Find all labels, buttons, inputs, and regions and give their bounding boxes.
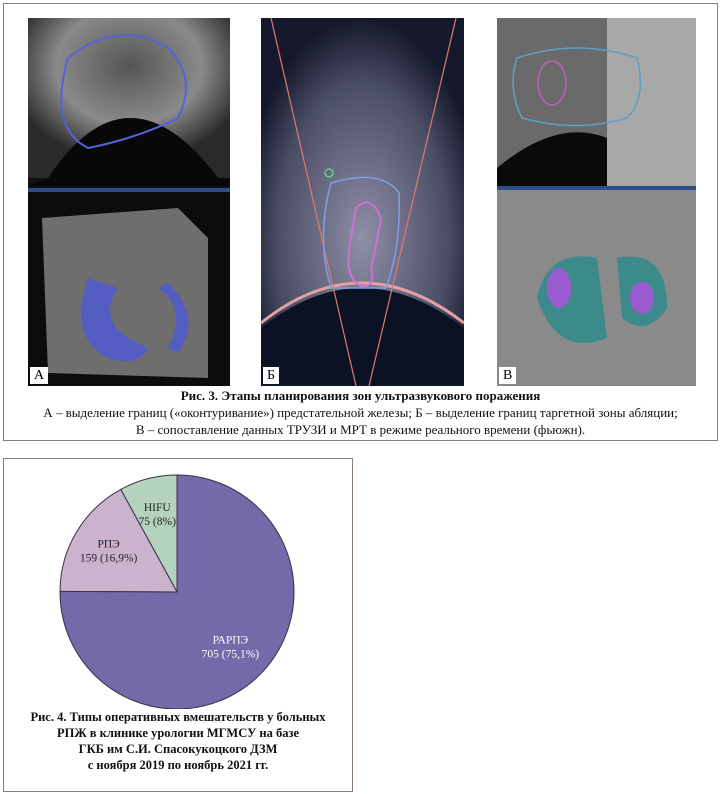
pie-chart: HIFU 75 (8%) РПЭ 159 (16,9%) РАРПЭ 705 (75,1%… bbox=[59, 474, 295, 709]
panel-label-c: В bbox=[499, 367, 517, 384]
ultrasound-panel-b: Б bbox=[261, 18, 464, 386]
pie-slice-2 bbox=[59, 474, 295, 709]
figure-4-caption: Рис. 4. Типы оперативных вмешательств у … bbox=[4, 709, 352, 773]
pie-value-label: 705 (75,1%) bbox=[202, 649, 260, 661]
pie-name-label: РПЭ bbox=[97, 538, 120, 550]
panel-label-b: Б bbox=[263, 367, 280, 384]
panel-label-a: А bbox=[30, 367, 49, 384]
figure-3-caption-line-1: А – выделение границ («оконтуривание») п… bbox=[43, 405, 678, 420]
figure-4-caption-line: ГКБ им С.И. Спасокукоцкого ДЗМ bbox=[78, 742, 278, 756]
fusion-image-c bbox=[497, 18, 696, 386]
figure-4-caption-line: Рис. 4. Типы оперативных вмешательств у … bbox=[30, 710, 326, 724]
pie-value-label: 159 (16,9%) bbox=[80, 552, 138, 564]
figure-4: HIFU 75 (8%) РПЭ 159 (16,9%) РАРПЭ 705 (75,1%… bbox=[3, 458, 353, 792]
pie-name-label: РАРПЭ bbox=[213, 635, 249, 647]
ultrasound-image-b bbox=[261, 18, 464, 386]
ultrasound-image-a bbox=[28, 18, 230, 386]
figure-4-caption-line: с ноября 2019 по ноябрь 2021 гг. bbox=[87, 758, 269, 772]
figure-3-caption-line-2: В – сопоставление данных ТРУЗИ и МРТ в р… bbox=[135, 422, 586, 437]
pie-value-label: 75 (8%) bbox=[139, 516, 177, 528]
fusion-panel-c: В bbox=[497, 18, 696, 386]
figure-3: А Б В Рис. 3. Э bbox=[3, 3, 718, 441]
pie-name-label: HIFU bbox=[144, 502, 172, 514]
pie-slice-1 bbox=[59, 488, 178, 593]
figure-3-title: Рис. 3. Этапы планирования зон ультразву… bbox=[180, 388, 541, 403]
ultrasound-panel-a: А bbox=[28, 18, 230, 386]
figure-4-caption-line: РПЖ в клинике урологии МГМСУ на базе bbox=[56, 726, 300, 740]
